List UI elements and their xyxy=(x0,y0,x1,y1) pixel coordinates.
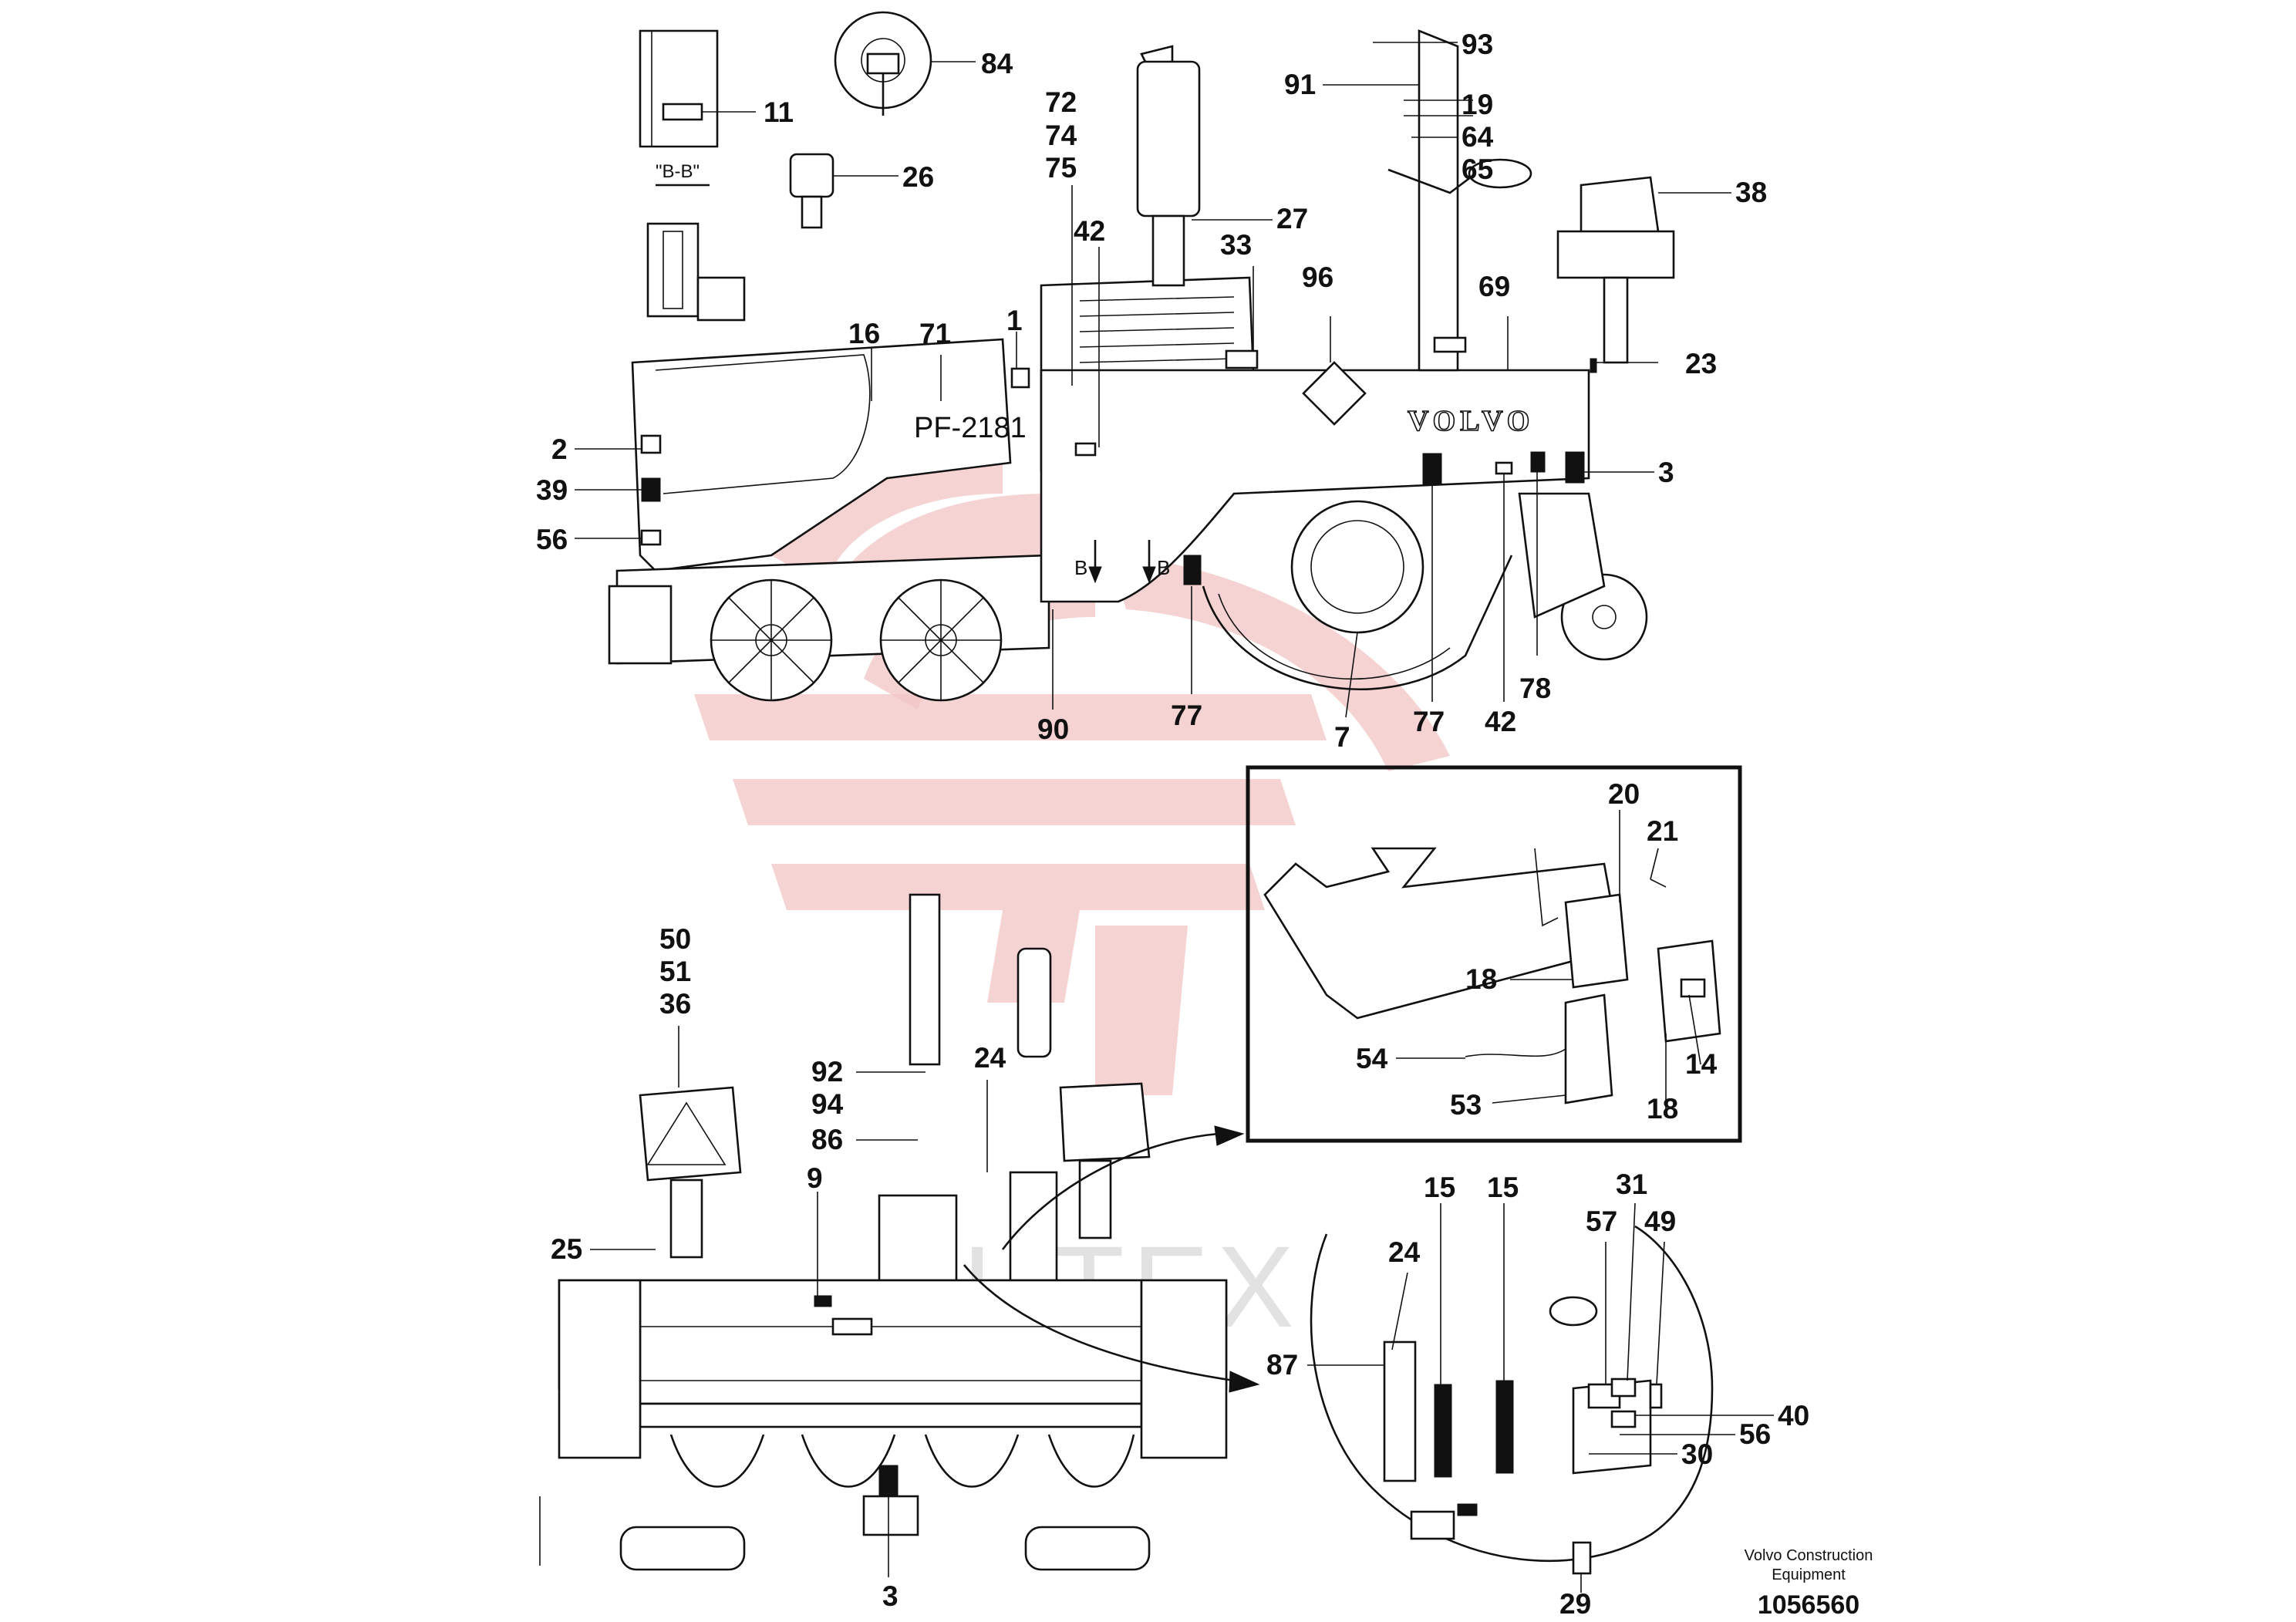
callout-2: 2 xyxy=(551,433,568,465)
callout-86: 86 xyxy=(811,1124,843,1155)
inset-leaders xyxy=(1396,810,1701,1111)
callout-26: 26 xyxy=(902,161,934,193)
brand-logo: VOLVO xyxy=(1408,405,1534,437)
callout-42-lower: 42 xyxy=(1485,706,1516,737)
document-number: 1056560 xyxy=(1758,1590,1859,1620)
callout-92: 92 xyxy=(811,1056,843,1088)
footer-block: Volvo Construction Equipment 1056560 xyxy=(1745,1547,1873,1620)
callout-75: 75 xyxy=(1045,152,1077,184)
section-mark-left: B xyxy=(1074,556,1087,579)
callout-77-right: 77 xyxy=(1413,706,1445,737)
callout-40: 40 xyxy=(1778,1400,1809,1431)
callout-94: 94 xyxy=(811,1088,844,1120)
callout-24-rear: 24 xyxy=(974,1042,1006,1074)
callout-21: 21 xyxy=(1647,815,1678,847)
callout-50: 50 xyxy=(659,923,691,955)
callout-25: 25 xyxy=(551,1233,582,1265)
section-label: "B-B" xyxy=(656,161,700,182)
callout-84: 84 xyxy=(981,48,1013,79)
ignition-key-switch xyxy=(834,11,976,116)
section-b-b-view xyxy=(639,29,756,187)
paver-side-view: VOLVO xyxy=(608,29,1675,702)
callout-78: 78 xyxy=(1519,673,1551,704)
callout-15-left: 15 xyxy=(1424,1172,1455,1203)
callout-49: 49 xyxy=(1644,1206,1676,1237)
callout-30: 30 xyxy=(1681,1438,1713,1470)
callout-64: 64 xyxy=(1462,121,1494,153)
callout-77-left: 77 xyxy=(1171,700,1202,731)
callout-16: 16 xyxy=(848,318,880,349)
zoom-leaders xyxy=(1307,1202,1774,1593)
callout-39: 39 xyxy=(536,474,568,506)
callout-36: 36 xyxy=(659,988,691,1020)
callout-91: 91 xyxy=(1284,69,1316,100)
callout-27: 27 xyxy=(1276,203,1308,234)
callout-93: 93 xyxy=(1462,29,1493,60)
callout-3-side: 3 xyxy=(1658,457,1674,488)
callout-65: 65 xyxy=(1462,153,1493,185)
callout-96: 96 xyxy=(1302,261,1333,293)
paver-rear-view xyxy=(539,893,1260,1571)
section-mark-right: B xyxy=(1157,556,1170,579)
callout-53: 53 xyxy=(1450,1089,1482,1121)
publisher-line-2: Equipment xyxy=(1772,1566,1846,1583)
callout-7: 7 xyxy=(1334,721,1350,753)
callout-11: 11 xyxy=(764,96,794,128)
callout-33: 33 xyxy=(1220,229,1252,261)
callout-18-upper: 18 xyxy=(1465,963,1497,995)
callout-15-right: 15 xyxy=(1487,1172,1519,1203)
callouts: 11 84 26 93 91 19 64 65 38 72 74 75 42 2… xyxy=(536,29,1809,1620)
zoom-circle-detail xyxy=(1310,1225,1714,1575)
sensor-connector xyxy=(789,153,899,229)
callout-56-side: 56 xyxy=(536,524,568,555)
small-bracket-detail xyxy=(646,222,746,322)
machine-model-label: PF-2181 xyxy=(914,412,1027,444)
callout-18-lower: 18 xyxy=(1647,1093,1678,1125)
side-view-leaders xyxy=(575,42,1731,718)
callout-20: 20 xyxy=(1608,778,1640,810)
callout-23: 23 xyxy=(1685,348,1717,379)
callout-38: 38 xyxy=(1735,177,1767,208)
rear-view-leaders xyxy=(590,1026,988,1577)
callout-72: 72 xyxy=(1045,86,1077,118)
callout-3-rear: 3 xyxy=(882,1580,899,1612)
callout-31: 31 xyxy=(1616,1168,1647,1200)
callout-42-upper: 42 xyxy=(1074,215,1105,247)
callout-54: 54 xyxy=(1356,1043,1388,1074)
callout-71: 71 xyxy=(919,318,951,349)
callout-87: 87 xyxy=(1266,1349,1298,1381)
callout-51: 51 xyxy=(659,956,691,987)
callout-69: 69 xyxy=(1478,271,1510,302)
publisher-line-1: Volvo Construction xyxy=(1745,1547,1873,1564)
callout-57: 57 xyxy=(1586,1206,1617,1237)
callout-90: 90 xyxy=(1037,713,1069,745)
callout-14: 14 xyxy=(1685,1048,1718,1080)
callout-29: 29 xyxy=(1559,1588,1591,1620)
callout-9: 9 xyxy=(807,1162,823,1194)
callout-19: 19 xyxy=(1462,89,1493,120)
callout-56-zoom: 56 xyxy=(1739,1418,1771,1450)
detail-inset-box xyxy=(1246,765,1742,1143)
callout-24-zoom: 24 xyxy=(1388,1236,1421,1268)
callout-1: 1 xyxy=(1006,305,1023,336)
callout-74: 74 xyxy=(1045,120,1077,151)
